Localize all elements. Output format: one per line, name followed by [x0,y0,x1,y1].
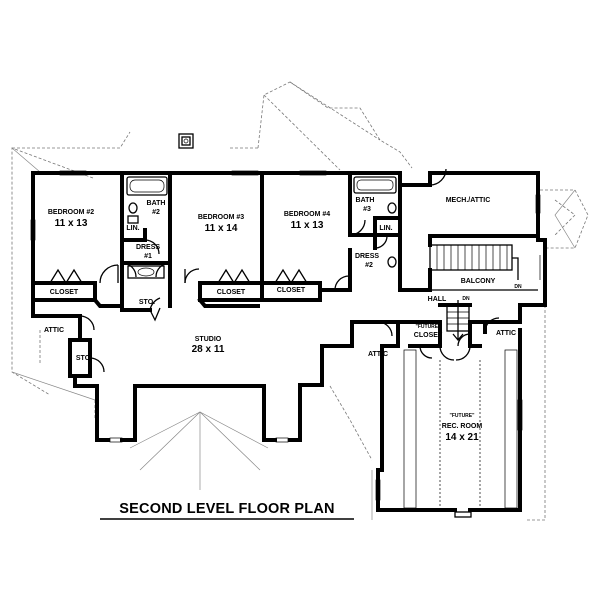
bedroom2-size: 11 x 13 [55,218,88,229]
lin1-label: LIN. [126,225,139,232]
stair-down-label-2: DN [514,284,522,290]
rec-room-size: 14 x 21 [445,432,479,443]
plan-title: SECOND LEVEL FLOOR PLAN [119,501,334,517]
mech-attic-label: MECH./ATTIC [446,197,491,204]
balcony-label: BALCONY [461,278,496,285]
dress2-num: #2 [365,262,373,269]
stair-down-label: DN [462,296,470,302]
attic1-label: ATTIC [44,327,64,334]
hall-label: HALL [428,296,447,303]
door-swings [49,168,500,373]
bath3-num: #3 [363,206,371,213]
staircase [429,244,541,342]
lin2-label: LIN. [379,225,392,232]
room-labels: BEDROOM #2 11 x 13 BEDROOM #3 11 x 14 BE… [44,197,522,443]
studio-size: 28 x 11 [192,344,225,355]
bedroom3-size: 11 x 14 [205,223,238,234]
closet3-label: CLOSET [277,287,306,294]
bath-fixtures [126,176,397,279]
bath2-label: BATH [147,200,166,207]
sto1-label: STO. [139,299,155,306]
dress1-label: DRESS [136,244,160,251]
closet1-label: CLOSET [50,289,79,296]
roof-ridge-lines [11,147,576,520]
bath3-label: BATH [356,197,375,204]
exterior-walls [31,171,547,512]
future-closet-tag: "FUTURE" [415,324,441,330]
chimney [178,133,194,149]
bedroom4-label: BEDROOM #4 [284,211,330,218]
attic3-label: ATTIC [496,330,516,337]
rec-room-tag: "FUTURE" [449,413,475,419]
windows [30,170,541,501]
bath2-num: #2 [152,209,160,216]
rec-room-label: REC. ROOM [442,423,483,430]
dress2-label: DRESS [355,253,379,260]
future-closet-label: CLOSET [414,332,443,339]
bedroom4-size: 11 x 13 [291,220,324,231]
studio-label: STUDIO [195,336,222,343]
bedroom3-label: BEDROOM #3 [198,214,244,221]
bedroom2-label: BEDROOM #2 [48,209,94,216]
dress1-num: #1 [144,253,152,260]
closet2-label: CLOSET [217,289,246,296]
interior-walls [31,171,540,378]
sto2-label: STO. [76,355,92,362]
rec-room-dormers [403,349,518,518]
attic2-label: ATTIC [368,351,388,358]
